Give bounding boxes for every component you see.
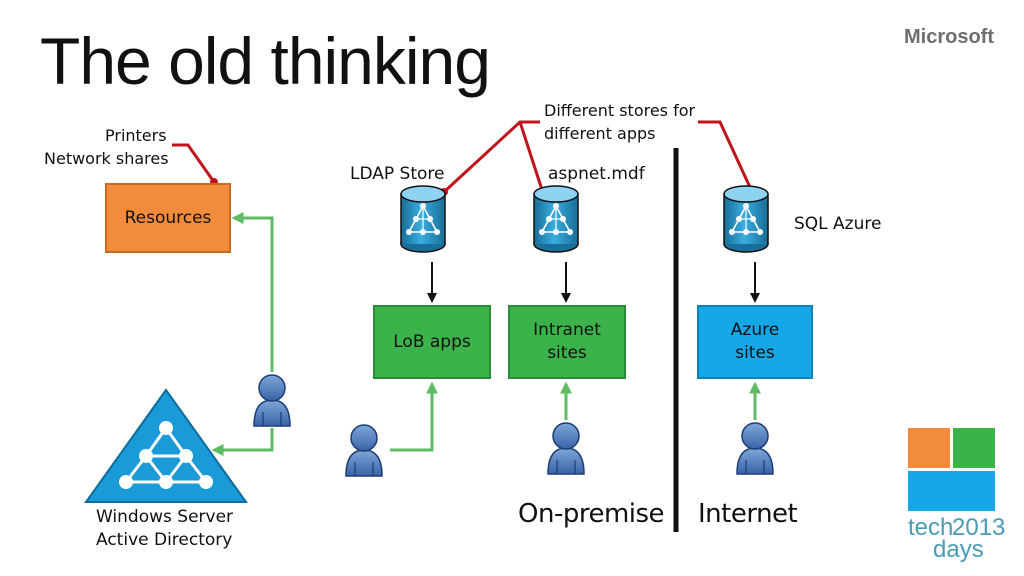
aspnet-database-icon bbox=[533, 185, 579, 253]
resources-box: Resources bbox=[105, 183, 231, 253]
microsoft-logo: Microsoft bbox=[904, 26, 994, 48]
label-printers: Printers bbox=[105, 126, 167, 145]
techdays-days: days bbox=[933, 536, 984, 563]
resources-label: Resources bbox=[124, 207, 212, 228]
intranet-label-line2: sites bbox=[547, 343, 587, 363]
active-directory-icon bbox=[84, 388, 248, 503]
azure-label-line1: Azure bbox=[730, 320, 780, 341]
label-ad-line1: Windows Server bbox=[96, 507, 234, 527]
label-aspnet-mdf: aspnet.mdf bbox=[548, 164, 645, 184]
techdays-logo-icon bbox=[908, 428, 995, 511]
callout-printers-line bbox=[172, 143, 216, 183]
user-icon-lob bbox=[345, 424, 383, 477]
intranet-label-line1: Intranet bbox=[533, 320, 601, 341]
arrow-user-to-ad bbox=[211, 428, 274, 456]
techdays-year: 2013 bbox=[952, 514, 1006, 541]
label-internet: Internet bbox=[698, 499, 798, 529]
callout-stores-line-ldap bbox=[442, 120, 540, 194]
azure-label-line2: sites bbox=[735, 343, 775, 363]
azure-sites-box: Azure sites bbox=[697, 305, 813, 379]
user-icon-intranet bbox=[547, 422, 585, 475]
label-ad-line2: Active Directory bbox=[96, 530, 233, 550]
slide-title: The old thinking bbox=[40, 24, 491, 98]
callout-stores-line-azure bbox=[698, 120, 756, 197]
callout-stores-line-aspnet bbox=[518, 121, 546, 197]
sql-azure-database-icon bbox=[723, 185, 769, 253]
label-network-shares: Network shares bbox=[44, 149, 169, 168]
intranet-sites-box: Intranet sites bbox=[508, 305, 626, 379]
lob-apps-box: LoB apps bbox=[373, 305, 491, 379]
label-on-premise: On-premise bbox=[518, 499, 665, 529]
techdays-tech: tech bbox=[908, 514, 954, 541]
ldap-store-database-icon bbox=[400, 185, 446, 253]
user-icon-ad bbox=[253, 374, 291, 427]
label-different-stores-line1: Different stores for bbox=[544, 101, 696, 120]
label-ldap-store: LDAP Store bbox=[350, 164, 445, 184]
arrow-user-to-lob bbox=[390, 381, 438, 452]
label-sql-azure: SQL Azure bbox=[794, 214, 882, 234]
label-different-stores-line2: different apps bbox=[544, 124, 656, 143]
lob-apps-label: LoB apps bbox=[393, 331, 471, 352]
arrow-user-to-resources bbox=[231, 212, 274, 372]
user-icon-azure bbox=[736, 422, 774, 475]
